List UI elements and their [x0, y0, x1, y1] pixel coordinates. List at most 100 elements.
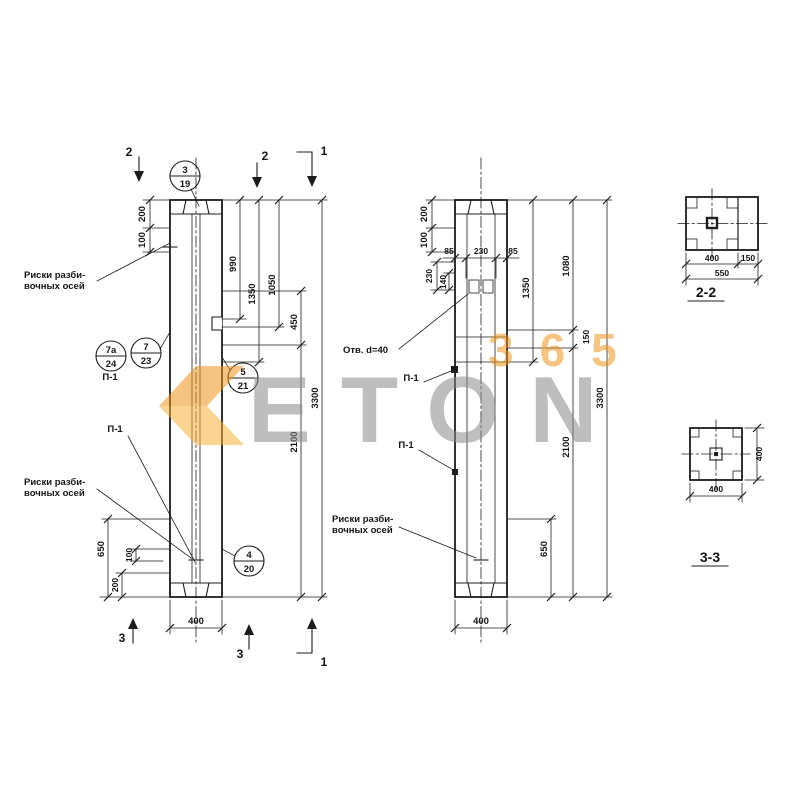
callout-bottom: 20	[244, 564, 255, 575]
section-marker-3-left: 3	[119, 618, 138, 645]
leader-line	[96, 242, 171, 282]
axis-label-line2: вочных осей	[332, 525, 393, 536]
brand-logo-icon	[159, 406, 244, 445]
leader-line	[423, 370, 452, 383]
callout-top: 4	[246, 550, 252, 561]
section-marker-1-bottom: 1	[296, 618, 328, 669]
hole-text: Отв. d=40	[343, 345, 388, 356]
leader-line	[398, 293, 469, 350]
dims-right: 990 1350 1050 450 2100 3300	[221, 195, 328, 602]
bottom-cap-hatch	[454, 582, 472, 598]
p1-text: П-1	[107, 424, 123, 435]
p1-label-upper: П-1	[403, 370, 452, 384]
callout-4-20: 4 20	[221, 545, 265, 577]
watermark-word: ETON	[248, 357, 627, 462]
p1-label-lower: П-1	[398, 440, 456, 472]
dim-100: 100	[124, 548, 134, 562]
dim-1080: 1080	[561, 255, 572, 276]
dim-450: 450	[289, 314, 300, 330]
p1-text: П-1	[398, 440, 414, 451]
brand-logo-icon	[159, 366, 244, 406]
marker-text: 2	[126, 145, 133, 159]
dim-400: 400	[709, 484, 723, 494]
dim-230: 230	[424, 269, 434, 283]
p1-text: П-1	[102, 372, 118, 383]
dim-100: 100	[137, 232, 148, 248]
section-3-3: 400 400 3-3	[681, 419, 765, 567]
dim-150: 150	[581, 330, 591, 344]
marker-text: 3	[237, 647, 244, 661]
dim-650: 650	[539, 541, 550, 557]
axis-label-middle: Риски разби- вочных осей	[332, 514, 477, 559]
dims-section-2-2: 400 150 550	[681, 252, 763, 286]
dim-2100: 2100	[561, 436, 572, 457]
dim-85: 85	[508, 246, 518, 256]
callout-top: 3	[182, 165, 187, 176]
dim-3300: 3300	[310, 387, 321, 408]
dim-400: 400	[473, 616, 489, 627]
dim-100: 100	[419, 232, 430, 248]
axis-label-line2: вочных осей	[24, 488, 85, 499]
dim-150: 150	[741, 253, 755, 263]
bottom-cap-hatch	[169, 582, 187, 598]
dim-400: 400	[754, 447, 764, 461]
column-outline	[454, 199, 508, 598]
callout-top: 7а	[106, 345, 117, 356]
dim-230: 230	[474, 246, 488, 256]
dim-1350: 1350	[521, 277, 532, 298]
dim-550: 550	[715, 268, 729, 278]
callout-bottom: 24	[106, 359, 117, 370]
watermark-number: 365	[488, 324, 643, 376]
callout-7a-24: 7а 24 П-1	[95, 340, 127, 383]
dims-right: 1350 650 1080 150 2100 3300	[506, 195, 613, 602]
section-2-2: 400 150 550 2-2	[677, 188, 769, 302]
dims-top-left: 200 100	[137, 195, 171, 257]
embed-plate-mark	[451, 366, 458, 373]
dim-1050: 1050	[267, 274, 278, 295]
section-title: 2-2	[696, 284, 716, 300]
axis-label-bottom: Риски разби- вочных осей	[24, 477, 192, 559]
dim-400: 400	[188, 616, 204, 627]
hole-label: Отв. d=40	[343, 293, 469, 356]
p1-label-left: П-1	[107, 424, 196, 563]
dims-section-3-3: 400 400	[685, 423, 765, 503]
front-view: Риски разби- вочных осей Риски разби- во…	[24, 144, 328, 669]
leader-line	[127, 435, 196, 563]
axis-label-line1: Риски разби-	[24, 270, 85, 281]
dims-bottom-width: 400	[450, 599, 512, 635]
section-marker-1-top: 1	[296, 144, 328, 187]
marker-text: 3	[119, 631, 126, 645]
top-cap-hatch	[169, 199, 187, 215]
dim-140: 140	[438, 275, 448, 289]
dims-top-left: 200 100	[419, 195, 456, 257]
marker-text: 2	[262, 149, 269, 163]
p1-text: П-1	[403, 373, 419, 384]
embed-plate-mark	[452, 469, 458, 475]
marker-text: 1	[321, 144, 328, 158]
callout-bottom: 23	[141, 356, 152, 367]
dim-2100: 2100	[289, 431, 300, 452]
notch	[212, 317, 223, 330]
dims-bottom-width: 400	[165, 599, 227, 635]
dim-85: 85	[444, 246, 454, 256]
axis-label-top: Риски разби- вочных осей	[24, 242, 171, 292]
callout-7-23: 7 23	[130, 331, 171, 369]
section-title: 3-3	[700, 549, 720, 565]
dims-bottom-left: 650 100 200	[96, 514, 171, 602]
callout-top: 7	[143, 342, 148, 353]
leader-line	[398, 526, 477, 559]
dim-650: 650	[96, 541, 107, 557]
dims-hole-position: 230 140	[424, 257, 456, 295]
axis-label-line2: вочных осей	[24, 281, 85, 292]
top-cap-hatch	[454, 199, 472, 215]
dim-400: 400	[705, 253, 719, 263]
leader-line	[96, 488, 192, 559]
callout-3-19: 3 19	[169, 160, 201, 207]
dim-200: 200	[137, 206, 148, 222]
leader-line	[418, 449, 456, 472]
callout-bottom: 21	[238, 381, 249, 392]
hole-detail	[468, 279, 494, 294]
callout-bottom: 19	[180, 179, 191, 190]
dim-3300: 3300	[595, 387, 606, 408]
